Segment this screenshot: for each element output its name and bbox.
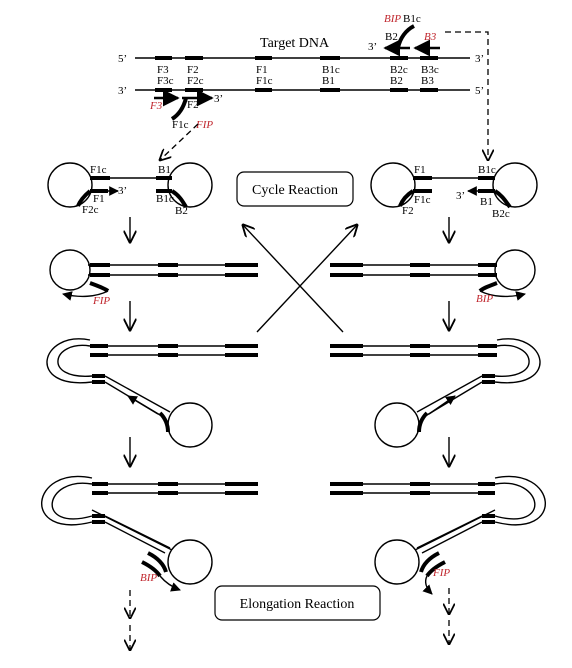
left-dumbbell [47, 162, 213, 209]
left-dumbbell-B1: B1 [158, 164, 171, 176]
diagram-title: Target DNA [260, 36, 330, 51]
right-row4-structure [330, 475, 546, 595]
primer-label-B2-top: B2 [385, 31, 398, 43]
primer-label-FIP: FIP [195, 119, 213, 131]
bottom-strand-3prime: 3’ [118, 85, 127, 97]
right-row2-BIP: BIP [476, 293, 493, 305]
right-dumbbell-3prime: 3’ [456, 190, 465, 202]
cycle-arrow-up-right [256, 225, 357, 333]
left-row4-structure [41, 475, 258, 592]
primer-label-F2: F2 [187, 99, 199, 111]
label-B1: B1 [322, 75, 335, 87]
label-B3c: B3c [421, 64, 439, 76]
primer-label-B3: B3 [424, 31, 437, 43]
top-strand-5prime: 5’ [118, 53, 127, 65]
bottom-strand-5prime: 5’ [475, 85, 484, 97]
label-F1c: F1c [256, 75, 273, 87]
primer-label-3prime-top: 3’ [368, 41, 377, 53]
label-B2: B2 [390, 75, 403, 87]
primer-label-B1c-top: B1c [403, 13, 421, 25]
dashed-arrow-right [445, 31, 488, 160]
elongation-reaction-label: Elongation Reaction [240, 597, 355, 612]
cycle-reaction-box [236, 171, 354, 207]
fip-primer-tail [170, 97, 188, 121]
left-dumbbell-F1: F1 [93, 193, 105, 205]
right-dumbbell-F1c: F1c [414, 194, 431, 206]
cycle-reaction-label: Cycle Reaction [252, 183, 338, 198]
label-F2c: F2c [187, 75, 204, 87]
left-dumbbell-F1c: F1c [90, 164, 107, 176]
dashed-arrow-left [160, 123, 199, 160]
primer-label-3prime-bottom: 3’ [214, 93, 223, 105]
right-row3-structure [330, 338, 541, 448]
right-dumbbell-F2: F2 [402, 205, 414, 217]
top-strand-3prime: 3’ [475, 53, 484, 65]
left-dumbbell-B1c: B1c [156, 193, 174, 205]
primer-label-BIP-top: BIP [384, 13, 401, 25]
right-row2-structure [330, 249, 536, 301]
label-B1c: B1c [322, 64, 340, 76]
label-B3: B3 [421, 75, 434, 87]
left-row4-BIP: BIP [140, 572, 157, 584]
elongation-reaction-box [214, 585, 381, 621]
cycle-arrow-up-left [243, 225, 344, 333]
left-dumbbell-B2: B2 [175, 205, 188, 217]
left-row3-structure [46, 338, 258, 448]
label-B2c: B2c [390, 64, 408, 76]
left-dumbbell-F2c: F2c [82, 204, 99, 216]
left-row2-structure [49, 249, 258, 301]
right-dumbbell-B1: B1 [480, 196, 493, 208]
label-F3c: F3c [157, 75, 174, 87]
left-row2-FIP: FIP [92, 295, 110, 307]
right-dumbbell [370, 162, 538, 209]
label-F1: F1 [256, 64, 268, 76]
primer-label-F1c: F1c [172, 119, 189, 131]
right-dumbbell-F1: F1 [414, 164, 426, 176]
bip-primer-tail [396, 24, 415, 49]
right-row4-FIP: FIP [432, 567, 450, 579]
primer-label-F3: F3 [149, 100, 163, 112]
label-F3: F3 [157, 64, 169, 76]
left-dumbbell-3prime: 3’ [118, 185, 127, 197]
right-dumbbell-B2c: B2c [492, 208, 510, 220]
right-dumbbell-B1c: B1c [478, 164, 496, 176]
label-F2: F2 [187, 64, 199, 76]
